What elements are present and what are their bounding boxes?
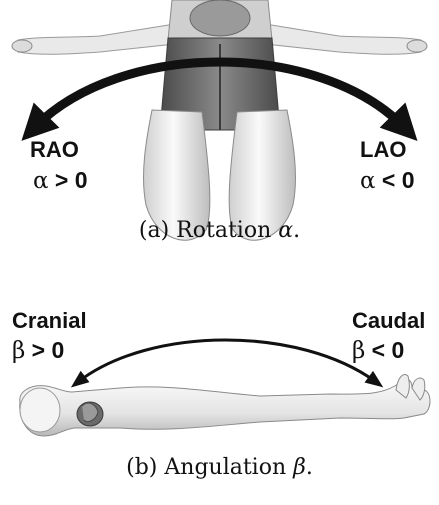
lao-condition-text: < 0	[376, 167, 415, 193]
alpha-symbol: α	[360, 168, 376, 194]
lao-label: LAO	[360, 138, 406, 162]
caudal-condition: β < 0	[352, 338, 404, 363]
alpha-symbol: α	[33, 168, 49, 194]
caption-b: (b) Angulation β.	[0, 455, 439, 480]
beta-symbol: β	[352, 338, 365, 364]
head-side	[20, 388, 60, 432]
lao-condition: α < 0	[360, 168, 415, 193]
cranial-condition-text: > 0	[25, 337, 64, 363]
caption-b-symbol: β	[293, 455, 306, 480]
caudal-condition-text: < 0	[365, 337, 404, 363]
cranial-condition: β > 0	[12, 338, 64, 363]
angulation-arrow	[78, 340, 376, 382]
patient-front-view	[12, 0, 427, 240]
patient-side-view	[20, 375, 430, 436]
caption-a: (a) Rotation α.	[0, 218, 439, 243]
left-arm	[18, 24, 175, 54]
caudal-label: Caudal	[352, 309, 425, 333]
rao-condition: α > 0	[33, 168, 88, 193]
right-arm	[265, 24, 421, 54]
cranial-label: Cranial	[12, 309, 87, 333]
head	[190, 0, 250, 36]
rao-condition-text: > 0	[49, 167, 88, 193]
caption-a-symbol: α	[278, 218, 293, 243]
left-hand	[12, 40, 32, 52]
right-hand	[407, 40, 427, 52]
beta-symbol: β	[12, 338, 25, 364]
rao-label: RAO	[30, 138, 79, 162]
